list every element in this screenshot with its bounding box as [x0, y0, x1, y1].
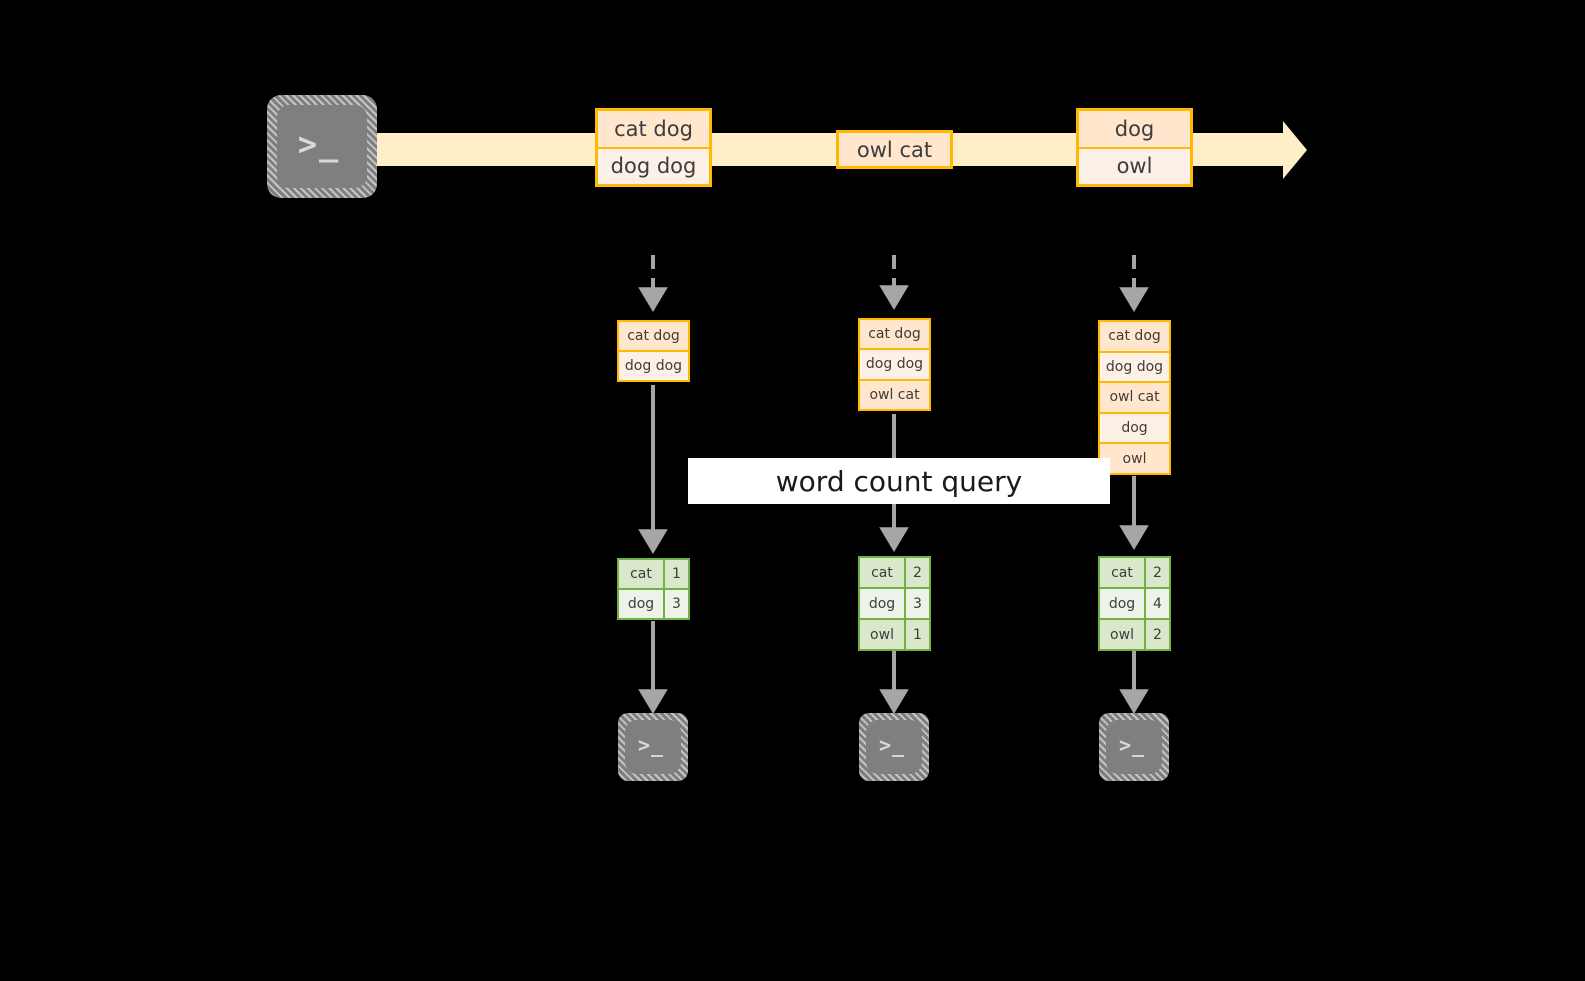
stream-record: owl cat — [839, 133, 950, 166]
snapshot-row: dog dog — [860, 350, 929, 381]
terminal-body — [1106, 720, 1162, 774]
terminal-prompt-glyph: >_ — [1118, 733, 1146, 757]
table-row: cat 2 — [1100, 558, 1169, 589]
table-row: owl 2 — [1100, 620, 1169, 649]
result-count: 2 — [906, 558, 929, 587]
stream-record: dog — [1079, 111, 1190, 149]
terminal-prompt-glyph: >_ — [878, 733, 906, 757]
stream-group-1[interactable]: cat dog dog dog — [595, 108, 712, 187]
terminal-prompt-glyph: >_ — [297, 124, 341, 163]
consumer-terminal-icon-3[interactable]: >_ — [1099, 713, 1169, 781]
result-word: owl — [860, 620, 906, 649]
stream-record: owl — [1079, 148, 1190, 184]
consumer-terminal-icon-1[interactable]: >_ — [618, 713, 688, 781]
table-row: dog 4 — [1100, 589, 1169, 620]
flow-label-word-count-query: word count query — [688, 458, 1110, 504]
producer-terminal-icon[interactable]: >_ — [267, 95, 377, 198]
snapshot-row: owl — [1100, 444, 1169, 473]
snapshot-row: cat dog — [619, 322, 688, 352]
result-word: cat — [860, 558, 906, 587]
table-row: dog 3 — [860, 589, 929, 620]
snapshot-1-table[interactable]: cat dog dog dog — [617, 320, 690, 382]
stream-group-3[interactable]: dog owl — [1076, 108, 1193, 187]
result-word: cat — [1100, 558, 1146, 587]
snapshot-row: owl cat — [1100, 383, 1169, 414]
table-row: cat 2 — [860, 558, 929, 589]
snapshot-row: dog — [1100, 413, 1169, 445]
snapshot-row: dog dog — [619, 352, 688, 380]
result-word: owl — [1100, 620, 1146, 649]
result-count: 3 — [665, 590, 688, 618]
result-count: 1 — [665, 560, 688, 588]
event-stream-arrowhead — [1283, 121, 1307, 179]
terminal-body — [625, 720, 681, 774]
consumer-terminal-icon-2[interactable]: >_ — [859, 713, 929, 781]
result-table-1[interactable]: cat 1 dog 3 — [617, 558, 690, 620]
snapshot-2-table[interactable]: cat dog dog dog owl cat — [858, 318, 931, 411]
snapshot-row: owl cat — [860, 380, 929, 409]
result-count: 3 — [906, 589, 929, 618]
result-word: cat — [619, 560, 665, 588]
result-word: dog — [860, 589, 906, 618]
table-row: dog 3 — [619, 590, 688, 618]
result-word: dog — [1100, 589, 1146, 618]
result-table-3[interactable]: cat 2 dog 4 owl 2 — [1098, 556, 1171, 651]
table-row: owl 1 — [860, 620, 929, 649]
result-count: 1 — [906, 620, 929, 649]
result-count: 2 — [1146, 620, 1169, 649]
snapshot-row: cat dog — [1100, 322, 1169, 353]
terminal-body — [277, 105, 367, 188]
result-word: dog — [619, 590, 665, 618]
snapshot-row: dog dog — [1100, 352, 1169, 384]
snapshot-3-table[interactable]: cat dog dog dog owl cat dog owl — [1098, 320, 1171, 475]
snapshot-row: cat dog — [860, 320, 929, 351]
stream-group-2[interactable]: owl cat — [836, 130, 953, 169]
result-count: 4 — [1146, 589, 1169, 618]
result-count: 2 — [1146, 558, 1169, 587]
stream-record: cat dog — [598, 111, 709, 149]
terminal-prompt-glyph: >_ — [637, 733, 665, 757]
terminal-body — [866, 720, 922, 774]
table-row: cat 1 — [619, 560, 688, 590]
result-table-2[interactable]: cat 2 dog 3 owl 1 — [858, 556, 931, 651]
stream-record: dog dog — [598, 148, 709, 184]
